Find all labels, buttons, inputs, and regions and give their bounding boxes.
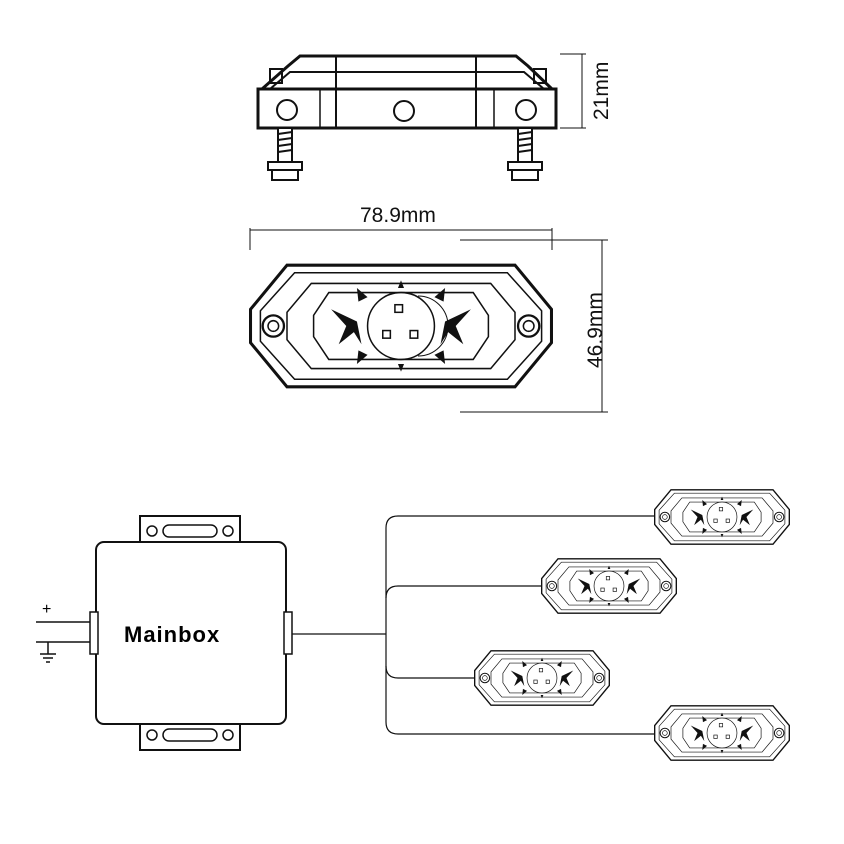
mounting-bolt-icon	[267, 127, 303, 181]
rock-light-icon	[249, 263, 553, 389]
mounting-bolt-icon	[507, 127, 543, 181]
wiring-diagram: + Mainbox	[36, 489, 791, 761]
rock-light-icon	[653, 489, 791, 545]
rock-light-icon	[653, 705, 791, 761]
positive-terminal-label: +	[42, 601, 51, 618]
mainbox-label: Mainbox	[124, 622, 220, 647]
height-dimension-label: 21mm	[590, 62, 613, 120]
rock-light-icon	[473, 650, 611, 706]
length-dimension-label: 78.9mm	[360, 204, 436, 227]
side-view: 21mm	[256, 53, 613, 181]
rock-light-icon	[540, 558, 678, 614]
width-dimension-label: 46.9mm	[584, 292, 607, 368]
ground-icon	[40, 642, 56, 663]
distribution-wires	[292, 515, 656, 735]
top-view: 78.9mm 46.9mm	[249, 204, 608, 413]
